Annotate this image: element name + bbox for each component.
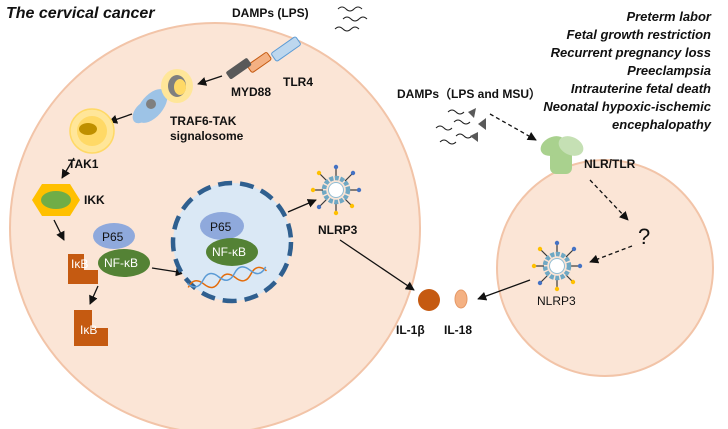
- diagram-title: The cervical cancer: [6, 5, 155, 22]
- damps-lps-msu-label: DAMPs（LPS and MSU）: [397, 86, 541, 101]
- p65-shape: [93, 223, 135, 249]
- il18-shape: [454, 289, 468, 309]
- tak1-shape: [69, 108, 115, 154]
- outcome-3: Recurrent pregnancy loss: [551, 45, 711, 60]
- nlrp3-left-label: NLRP3: [318, 223, 358, 237]
- arrow-ikb-release: [89, 285, 99, 305]
- traf6-label-line2: signalosome: [170, 129, 244, 143]
- il1b-label: IL-1β: [396, 323, 425, 337]
- damps-lps-msu-particles: [435, 108, 486, 145]
- arrow-myd88-traf6: [197, 75, 223, 86]
- outcome-4: Preeclampsia: [627, 63, 711, 78]
- arrow-nlrp3-il1b: [339, 239, 415, 291]
- myd88-label: MYD88: [231, 85, 271, 99]
- nucleus-p65-shape: [200, 212, 244, 240]
- ikk-label: IKK: [84, 193, 105, 207]
- traf6-tak-signalosome: [132, 69, 193, 124]
- ikb-free-label: IκB: [80, 323, 97, 337]
- il18-label: IL-18: [444, 323, 472, 337]
- dna-helix: [186, 266, 267, 289]
- nucleus-p65-label: P65: [210, 220, 232, 234]
- arrow-traf6-tak1: [108, 113, 133, 124]
- arrow-tak1-ikk: [61, 157, 75, 179]
- outcome-5: Intrauterine fetal death: [571, 81, 711, 96]
- arrow-nucleus-nlrp3: [287, 199, 317, 213]
- nucleus-nfkb-label: NF-κB: [212, 245, 246, 259]
- outcome-list: Preterm labor Fetal growth restriction R…: [543, 9, 712, 132]
- outcome-7: encephalopathy: [612, 117, 712, 132]
- nucleus-nfkb-shape: [206, 238, 258, 266]
- tlr4-receptor: [247, 36, 301, 73]
- tak1-label: TAK1: [68, 157, 99, 171]
- ikb-bound-shape: [68, 254, 98, 284]
- nlr-tlr-receptor: [540, 136, 584, 174]
- damps-lps-squiggles: [334, 6, 368, 32]
- nfkb-label: NF-κB: [104, 256, 138, 270]
- arrow-nlrp3-il18: [477, 279, 531, 301]
- myd88-shape: [226, 58, 252, 79]
- ikb-free-shape: [74, 310, 108, 346]
- tlr4-label: TLR4: [283, 75, 313, 89]
- arrow-nlr-question: [589, 179, 629, 221]
- outcome-6: Neonatal hypoxic-ischemic: [543, 99, 711, 114]
- arrow-ikk-complex: [53, 219, 65, 241]
- nlr-tlr-label: NLR/TLR: [584, 157, 636, 171]
- nfkb-shape: [98, 249, 150, 277]
- damps-lps-label: DAMPs (LPS): [232, 6, 309, 20]
- placental-cell: [496, 159, 714, 377]
- p65-label: P65: [102, 230, 124, 244]
- traf6-label-line1: TRAF6-TAK: [170, 114, 237, 128]
- arrow-complex-nucleus: [151, 267, 185, 277]
- ikb-bound-label: IκB: [71, 257, 88, 271]
- arrow-damps-nlr: [489, 113, 537, 141]
- question-mark: ?: [638, 224, 650, 249]
- nlrp3-right-label: NLRP3: [537, 294, 576, 308]
- outcome-1: Preterm labor: [626, 9, 711, 24]
- outcome-2: Fetal growth restriction: [567, 27, 712, 42]
- arrow-question-nlrp3: [589, 245, 633, 264]
- ikk-shape: [32, 184, 80, 216]
- il1b-shape: [418, 289, 440, 311]
